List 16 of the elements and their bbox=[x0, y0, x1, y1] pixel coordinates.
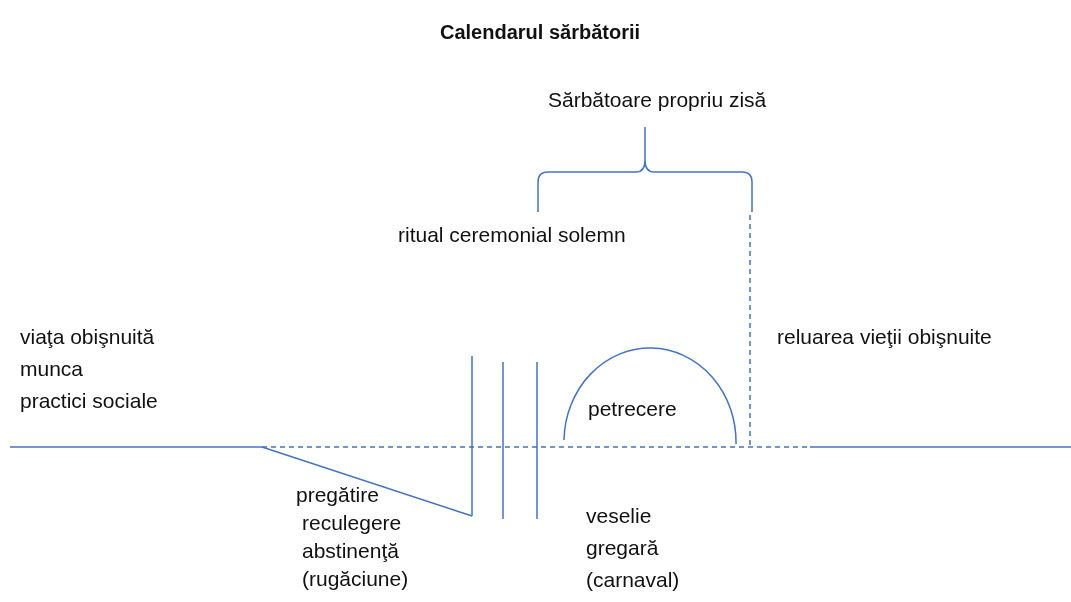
text-label: viaţa obişnuită bbox=[20, 324, 155, 350]
semicircle-shape bbox=[562, 344, 738, 444]
text-label: veselie bbox=[586, 503, 652, 529]
diagram-title: Calendarul sărbătorii bbox=[439, 20, 641, 44]
text-label: reluarea vieţii obişnuite bbox=[777, 324, 992, 350]
text-label: abstinenţă bbox=[302, 538, 399, 564]
text-label: Sărbătoare propriu zisă bbox=[548, 87, 767, 113]
node-label: petrecere bbox=[588, 396, 677, 422]
text-label: munca bbox=[20, 356, 84, 382]
text-label: reculegere bbox=[302, 510, 402, 536]
text-label: pregătire bbox=[296, 482, 379, 508]
text-label: (rugăciune) bbox=[302, 566, 409, 592]
text-label: practici sociale bbox=[20, 388, 158, 414]
text-label: gregară bbox=[586, 535, 659, 561]
text-label: (carnaval) bbox=[586, 567, 680, 593]
text-label: ritual ceremonial solemn bbox=[398, 222, 626, 248]
